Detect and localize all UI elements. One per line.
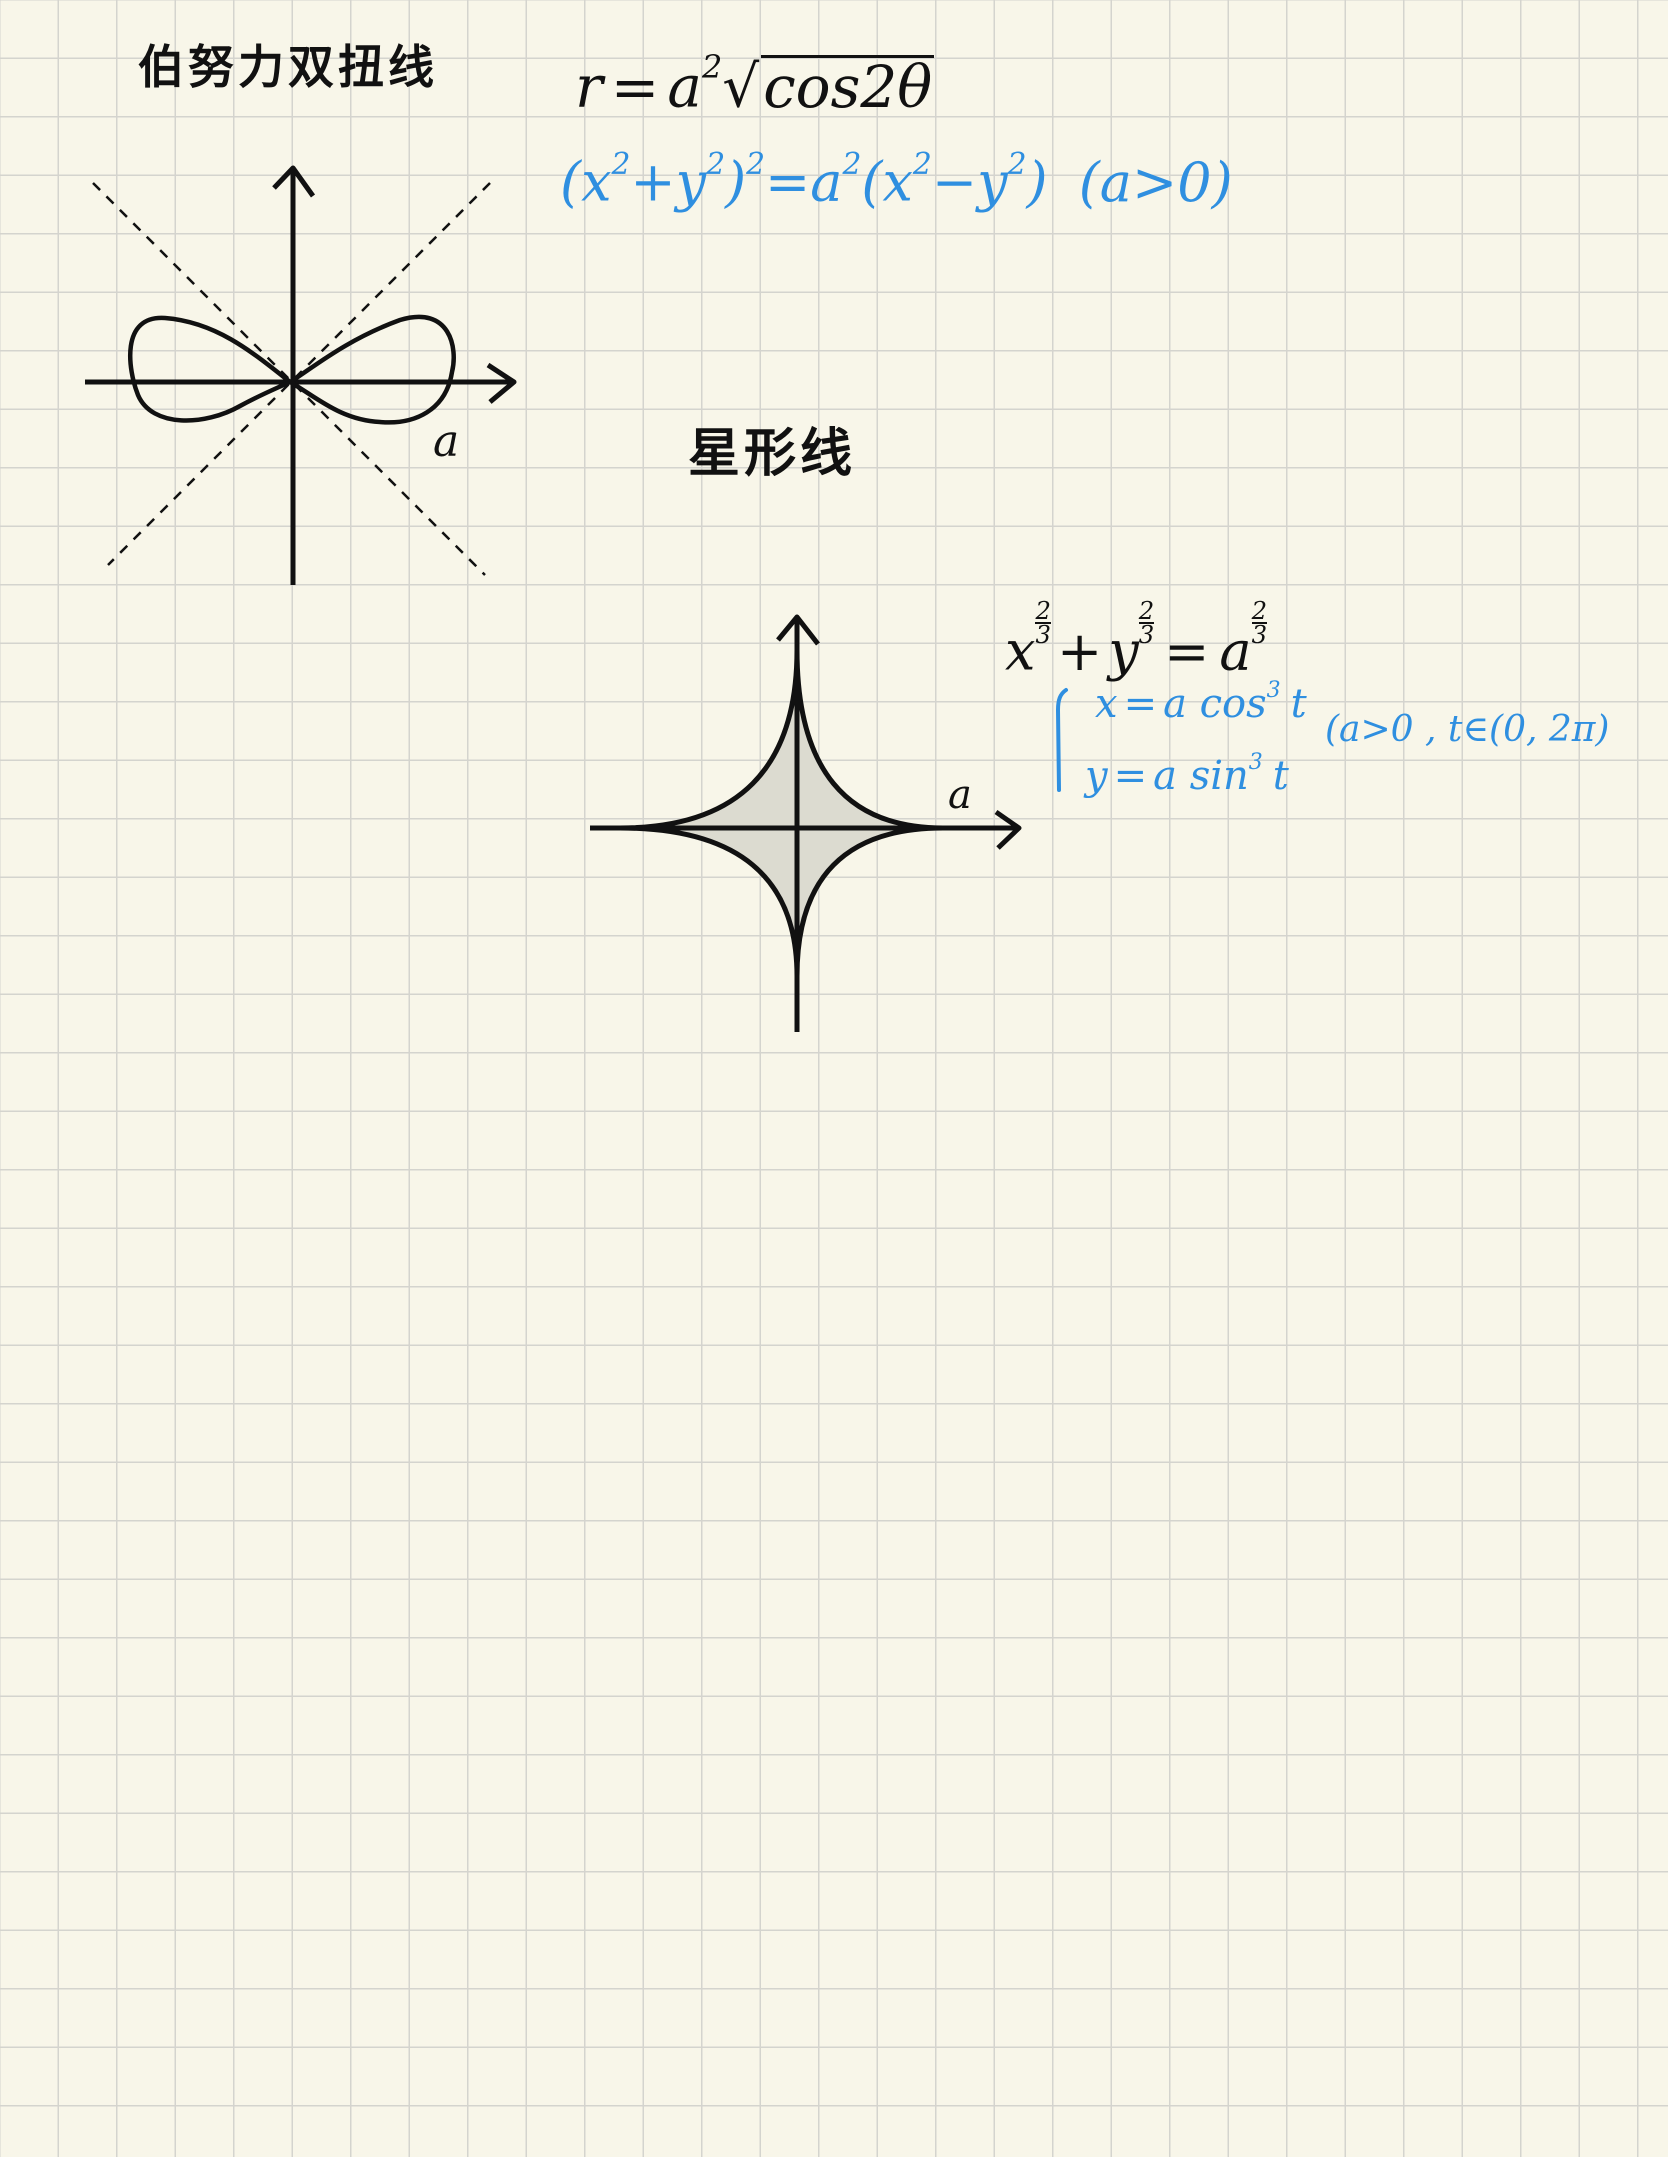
polar-exp: 2	[701, 48, 723, 86]
param-x-exp: 3	[1266, 678, 1281, 703]
polar-coef: a	[667, 52, 702, 121]
cart-end: )	[1026, 150, 1048, 214]
param-y-var: t	[1272, 752, 1289, 799]
astroid-eq-x-den: 3	[1035, 619, 1051, 649]
polar-eq: =	[610, 52, 660, 121]
cart-outer-exp: 2	[746, 147, 766, 182]
astroid-eq-a-num: 2	[1251, 596, 1268, 625]
cart-sq3: 2	[912, 147, 932, 182]
cart-plus: +	[630, 150, 676, 214]
param-y-lhs: y	[1085, 752, 1108, 799]
cart-open: (x	[560, 150, 612, 214]
cart-minus: −	[931, 150, 978, 214]
cart-sq1: 2	[611, 147, 631, 182]
lemniscate-curve	[127, 314, 456, 425]
astroid-title: 星形线	[688, 424, 857, 484]
lemniscate-cartesian-equation: (x2+y2)2=a2(x2−y2) (a>0)	[560, 150, 1233, 210]
astroid-eq-y-den: 3	[1138, 619, 1155, 649]
cart-close: )	[725, 150, 747, 214]
astroid-eq-a: a	[1219, 619, 1252, 683]
astroid-eq-y-num: 2	[1138, 596, 1155, 625]
cart-sq4: 2	[1007, 147, 1027, 182]
cart-a-exp: 2	[842, 147, 862, 182]
cart-eq: =	[765, 150, 811, 214]
astroid-curve	[617, 647, 946, 979]
astroid-eq-eq: =	[1164, 619, 1210, 683]
astroid-condition: (a>0 , t∈(0, 2π)	[1325, 709, 1610, 750]
astroid-x-arrow	[994, 809, 1022, 850]
polar-root: cos2θ	[761, 52, 935, 121]
param-x-eq: =	[1123, 680, 1158, 727]
param-y-rhs: a sin	[1153, 752, 1249, 799]
astroid-eq-x: x	[1005, 619, 1036, 683]
cart-condition: (a>0)	[1078, 150, 1233, 214]
astroid-eq-x-num: 2	[1035, 596, 1051, 625]
cart-y: y	[675, 150, 707, 214]
lemniscate-axis-label: a	[433, 416, 460, 467]
param-x-rhs: a cos	[1163, 680, 1267, 727]
polar-lhs: r	[575, 52, 603, 121]
astroid-eq-plus: +	[1056, 619, 1103, 683]
param-y-exp: 3	[1248, 750, 1263, 775]
param-y-eq: =	[1113, 752, 1148, 799]
param-x-var: t	[1290, 680, 1307, 727]
astroid-y-arrow	[776, 614, 820, 646]
lemniscate-x-arrow	[486, 362, 517, 404]
cart-y2: y	[977, 150, 1008, 214]
lemniscate-title: 伯努力双扭线	[138, 40, 438, 94]
lemniscate-y-arrow	[272, 165, 316, 198]
asymptote-line-1	[92, 182, 486, 576]
param-brace-stroke	[1055, 688, 1068, 792]
astroid-axis-label: a	[948, 772, 972, 818]
astroid-eq-a-den: 3	[1251, 619, 1268, 649]
lemniscate-polar-equation: r=a2√cos2θ	[575, 48, 935, 121]
cart-a: a	[810, 150, 843, 214]
cart-sq2: 2	[706, 147, 726, 182]
cart-mid: (x	[861, 150, 913, 214]
param-x-lhs: x	[1095, 680, 1118, 727]
astroid-eq-y: y	[1108, 619, 1139, 683]
